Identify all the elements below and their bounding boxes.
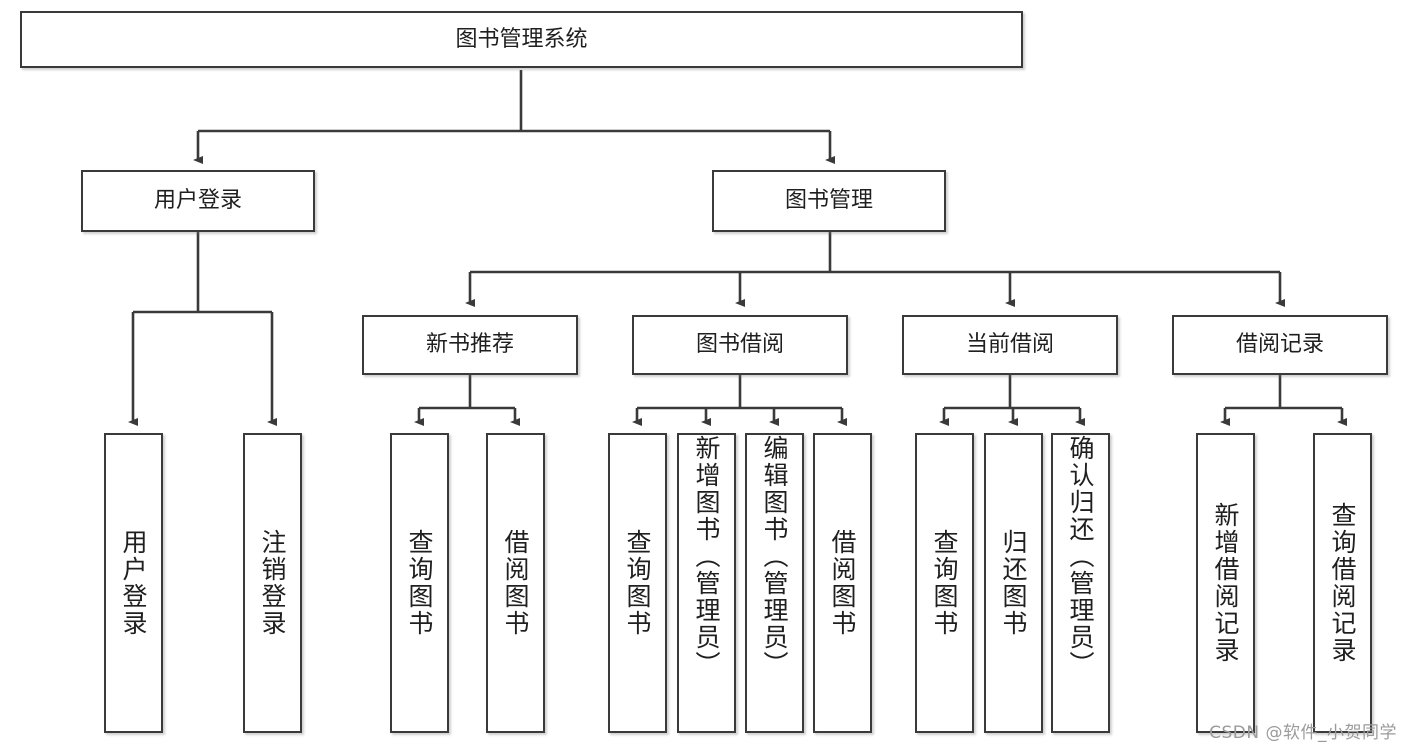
node-current-borrow[interactable]: 当前借阅 (902, 315, 1118, 375)
node-label: 注销登录 (258, 529, 287, 637)
node-leaf-query-book-borrow[interactable]: 查询图书 (608, 433, 667, 733)
node-label: 借阅图书 (501, 529, 530, 637)
node-user-login[interactable]: 用户登录 (81, 170, 315, 232)
node-book-borrow[interactable]: 图书借阅 (632, 315, 848, 375)
node-leaf-add-borrow-record[interactable]: 新增借阅记录 (1196, 433, 1255, 733)
node-label: 新书推荐 (425, 332, 514, 358)
node-label: 图书管理 (784, 188, 873, 214)
node-leaf-user-login[interactable]: 用户登录 (104, 433, 163, 733)
watermark-text: CSDN @软件_小贺同学 (1209, 723, 1397, 743)
node-leaf-add-book[interactable]: 新增图书（管理员） (677, 433, 736, 733)
node-label: 查询图书 (930, 529, 959, 637)
node-borrow-record[interactable]: 借阅记录 (1172, 315, 1388, 375)
node-new-book-recommend[interactable]: 新书推荐 (362, 315, 578, 375)
node-leaf-query-book-recommend[interactable]: 查询图书 (390, 433, 449, 733)
node-book-management[interactable]: 图书管理 (712, 170, 946, 232)
node-label: 查询借阅记录 (1328, 502, 1357, 664)
node-label: 归还图书 (999, 529, 1028, 637)
node-book-management-system[interactable]: 图书管理系统 (20, 11, 1023, 68)
node-label: 用户登录 (119, 529, 148, 637)
node-leaf-borrow-book[interactable]: 借阅图书 (813, 433, 872, 733)
node-leaf-return-book[interactable]: 归还图书 (984, 433, 1043, 733)
node-label: 用户登录 (153, 188, 242, 214)
node-label: 查询图书 (405, 529, 434, 637)
node-label: 确认归还（管理员） (1066, 435, 1095, 678)
node-label: 借阅记录 (1235, 332, 1324, 358)
node-label: 新增图书（管理员） (692, 435, 721, 678)
node-leaf-query-book-current[interactable]: 查询图书 (915, 433, 974, 733)
node-label: 图书管理系统 (455, 26, 588, 52)
node-leaf-logout-login[interactable]: 注销登录 (243, 433, 302, 733)
node-label: 借阅图书 (828, 529, 857, 637)
node-leaf-confirm-return[interactable]: 确认归还（管理员） (1051, 433, 1110, 733)
node-label: 编辑图书（管理员） (760, 435, 789, 678)
node-leaf-borrow-book-recommend[interactable]: 借阅图书 (486, 433, 545, 733)
node-label: 图书借阅 (695, 332, 784, 358)
node-label: 查询图书 (623, 529, 652, 637)
node-label: 新增借阅记录 (1211, 502, 1240, 664)
node-leaf-query-borrow-record[interactable]: 查询借阅记录 (1313, 433, 1372, 733)
node-leaf-edit-book[interactable]: 编辑图书（管理员） (745, 433, 804, 733)
node-label: 当前借阅 (965, 332, 1054, 358)
